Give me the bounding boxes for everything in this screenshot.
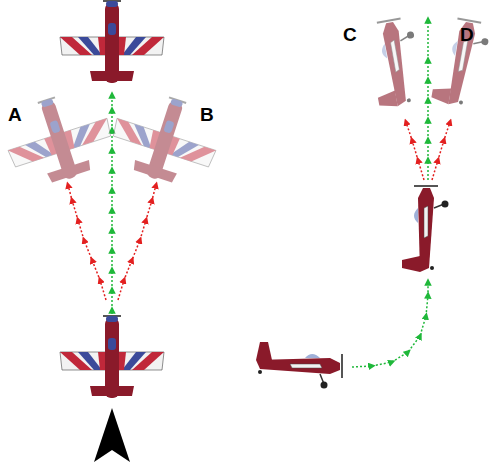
callout-letter: A (8, 104, 22, 126)
callout-letter: B (200, 104, 214, 126)
callout-letter: C (343, 24, 357, 46)
callout-letter: D (460, 24, 474, 46)
